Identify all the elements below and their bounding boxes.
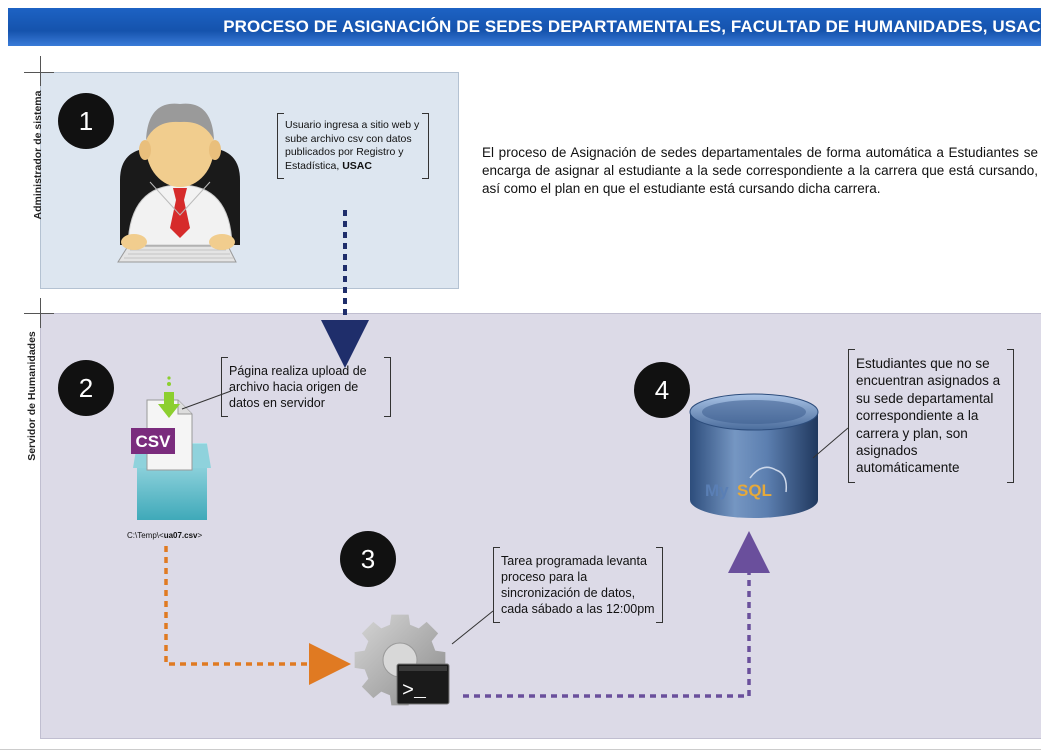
step-3-connector — [451, 610, 494, 645]
step-1-bold: USAC — [342, 159, 372, 172]
step-2-number: 2 — [58, 360, 114, 416]
step-1-callout: Usuario ingresa a sitio web y sube archi… — [277, 113, 429, 179]
lane-divider — [24, 72, 54, 73]
bottom-divider — [0, 749, 1041, 750]
file-path-prefix: C:\Temp\< — [127, 531, 164, 540]
mysql-my: My — [705, 481, 729, 500]
step-3-text: Tarea programada levanta proceso para la… — [501, 554, 655, 616]
step-1-number: 1 — [58, 93, 114, 149]
file-path-name: ua07.csv — [163, 531, 198, 540]
step-2-callout: Página realiza upload de archivo hacia o… — [221, 357, 391, 417]
lane-divider — [24, 313, 54, 314]
lane-divider — [40, 298, 41, 328]
step-4-number: 4 — [634, 362, 690, 418]
flow-arrow-task-to-database — [463, 531, 770, 698]
lane-divider — [40, 56, 41, 86]
administrator-person-icon — [117, 103, 240, 263]
server-zone — [40, 313, 1041, 739]
step-3-callout: Tarea programada levanta proceso para la… — [493, 547, 663, 623]
step-2-connector — [181, 390, 232, 410]
scheduled-task-gear-icon: >_ — [354, 614, 450, 706]
page-title: PROCESO DE ASIGNACIÓN DE SEDES DEPARTAME… — [223, 17, 1041, 36]
csv-label: CSV — [136, 432, 172, 451]
step-4-connector — [812, 427, 849, 459]
file-path-label: C:\Temp\<ua07.csv> — [127, 531, 202, 540]
file-path-suffix: > — [197, 531, 203, 540]
flow-arrow-csv-to-task — [164, 546, 351, 685]
mysql-sql: SQL — [737, 481, 772, 500]
step-4-callout: Estudiantes que no se encuentran asignad… — [848, 349, 1014, 483]
terminal-prompt: >_ — [402, 680, 427, 703]
step-3-number: 3 — [340, 531, 396, 587]
step-4-text: Estudiantes que no se encuentran asignad… — [856, 356, 1001, 476]
step-2-text: Página realiza upload de archivo hacia o… — [229, 364, 367, 410]
csv-file-icon: CSV — [131, 376, 211, 520]
process-description: El proceso de Asignación de sedes depart… — [482, 145, 1038, 196]
mysql-database-icon: My SQL — [689, 393, 819, 518]
title-banner: PROCESO DE ASIGNACIÓN DE SEDES DEPARTAME… — [8, 8, 1041, 46]
step-1-text: Usuario ingresa a sitio web y sube archi… — [285, 119, 420, 172]
